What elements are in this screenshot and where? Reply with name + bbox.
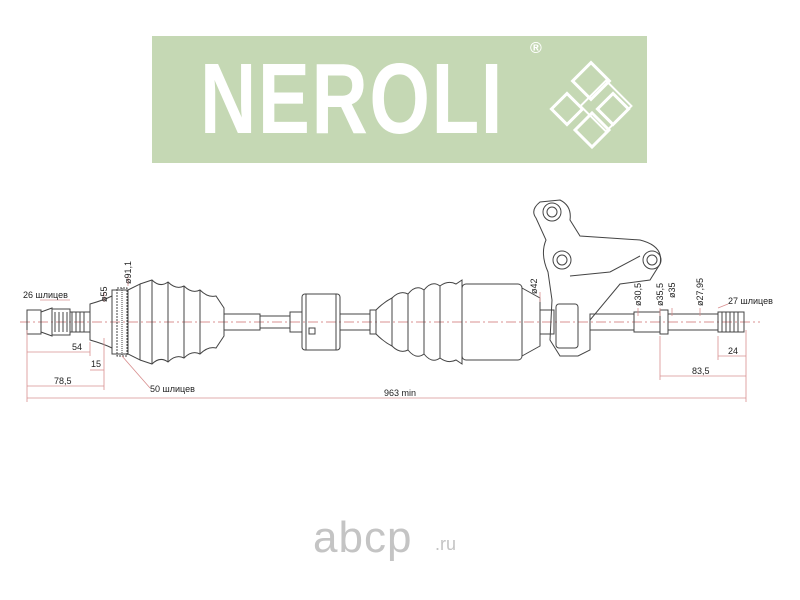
label-splines-left: 26 шлицев	[23, 290, 68, 300]
diamond-emblem-icon	[549, 60, 633, 150]
label-len-54: 54	[72, 342, 82, 352]
brand-logo: NEROLI ®	[152, 36, 647, 163]
registered-mark: ®	[530, 40, 542, 57]
drive-shaft-drawing: 26 шлицев 27 шлицев 50 шлицев ø55 ø91,1 …	[20, 199, 773, 402]
label-d30-5: ø30,5	[633, 283, 643, 306]
label-d35: ø35	[667, 282, 677, 298]
dimension-lines	[26, 276, 747, 402]
label-len-total: 963 min	[384, 388, 416, 398]
label-splines-ring: 50 шлицев	[150, 384, 195, 394]
watermark-text: abcp	[313, 513, 413, 562]
label-d91-1: ø91,1	[123, 261, 133, 284]
shaft-middle	[339, 309, 377, 335]
label-len-83-5: 83,5	[692, 366, 710, 376]
label-len-24: 24	[728, 346, 738, 356]
label-d42: ø42	[529, 278, 539, 294]
label-d27-95: ø27,95	[695, 278, 705, 306]
label-len-78-5: 78,5	[54, 376, 72, 386]
bearing-bracket	[533, 199, 662, 357]
brand-name: NEROLI	[200, 43, 505, 155]
label-d35-5: ø35,5	[655, 283, 665, 306]
label-d55: ø55	[99, 286, 109, 302]
dimension-labels: 26 шлицев 27 шлицев 50 шлицев ø55 ø91,1 …	[23, 261, 773, 398]
inner-joint-housing	[461, 283, 555, 361]
watermark-domain: .ru	[435, 534, 457, 554]
label-splines-right: 27 шлицев	[728, 296, 773, 306]
label-len-15: 15	[91, 359, 101, 369]
shaft-right	[589, 309, 745, 335]
